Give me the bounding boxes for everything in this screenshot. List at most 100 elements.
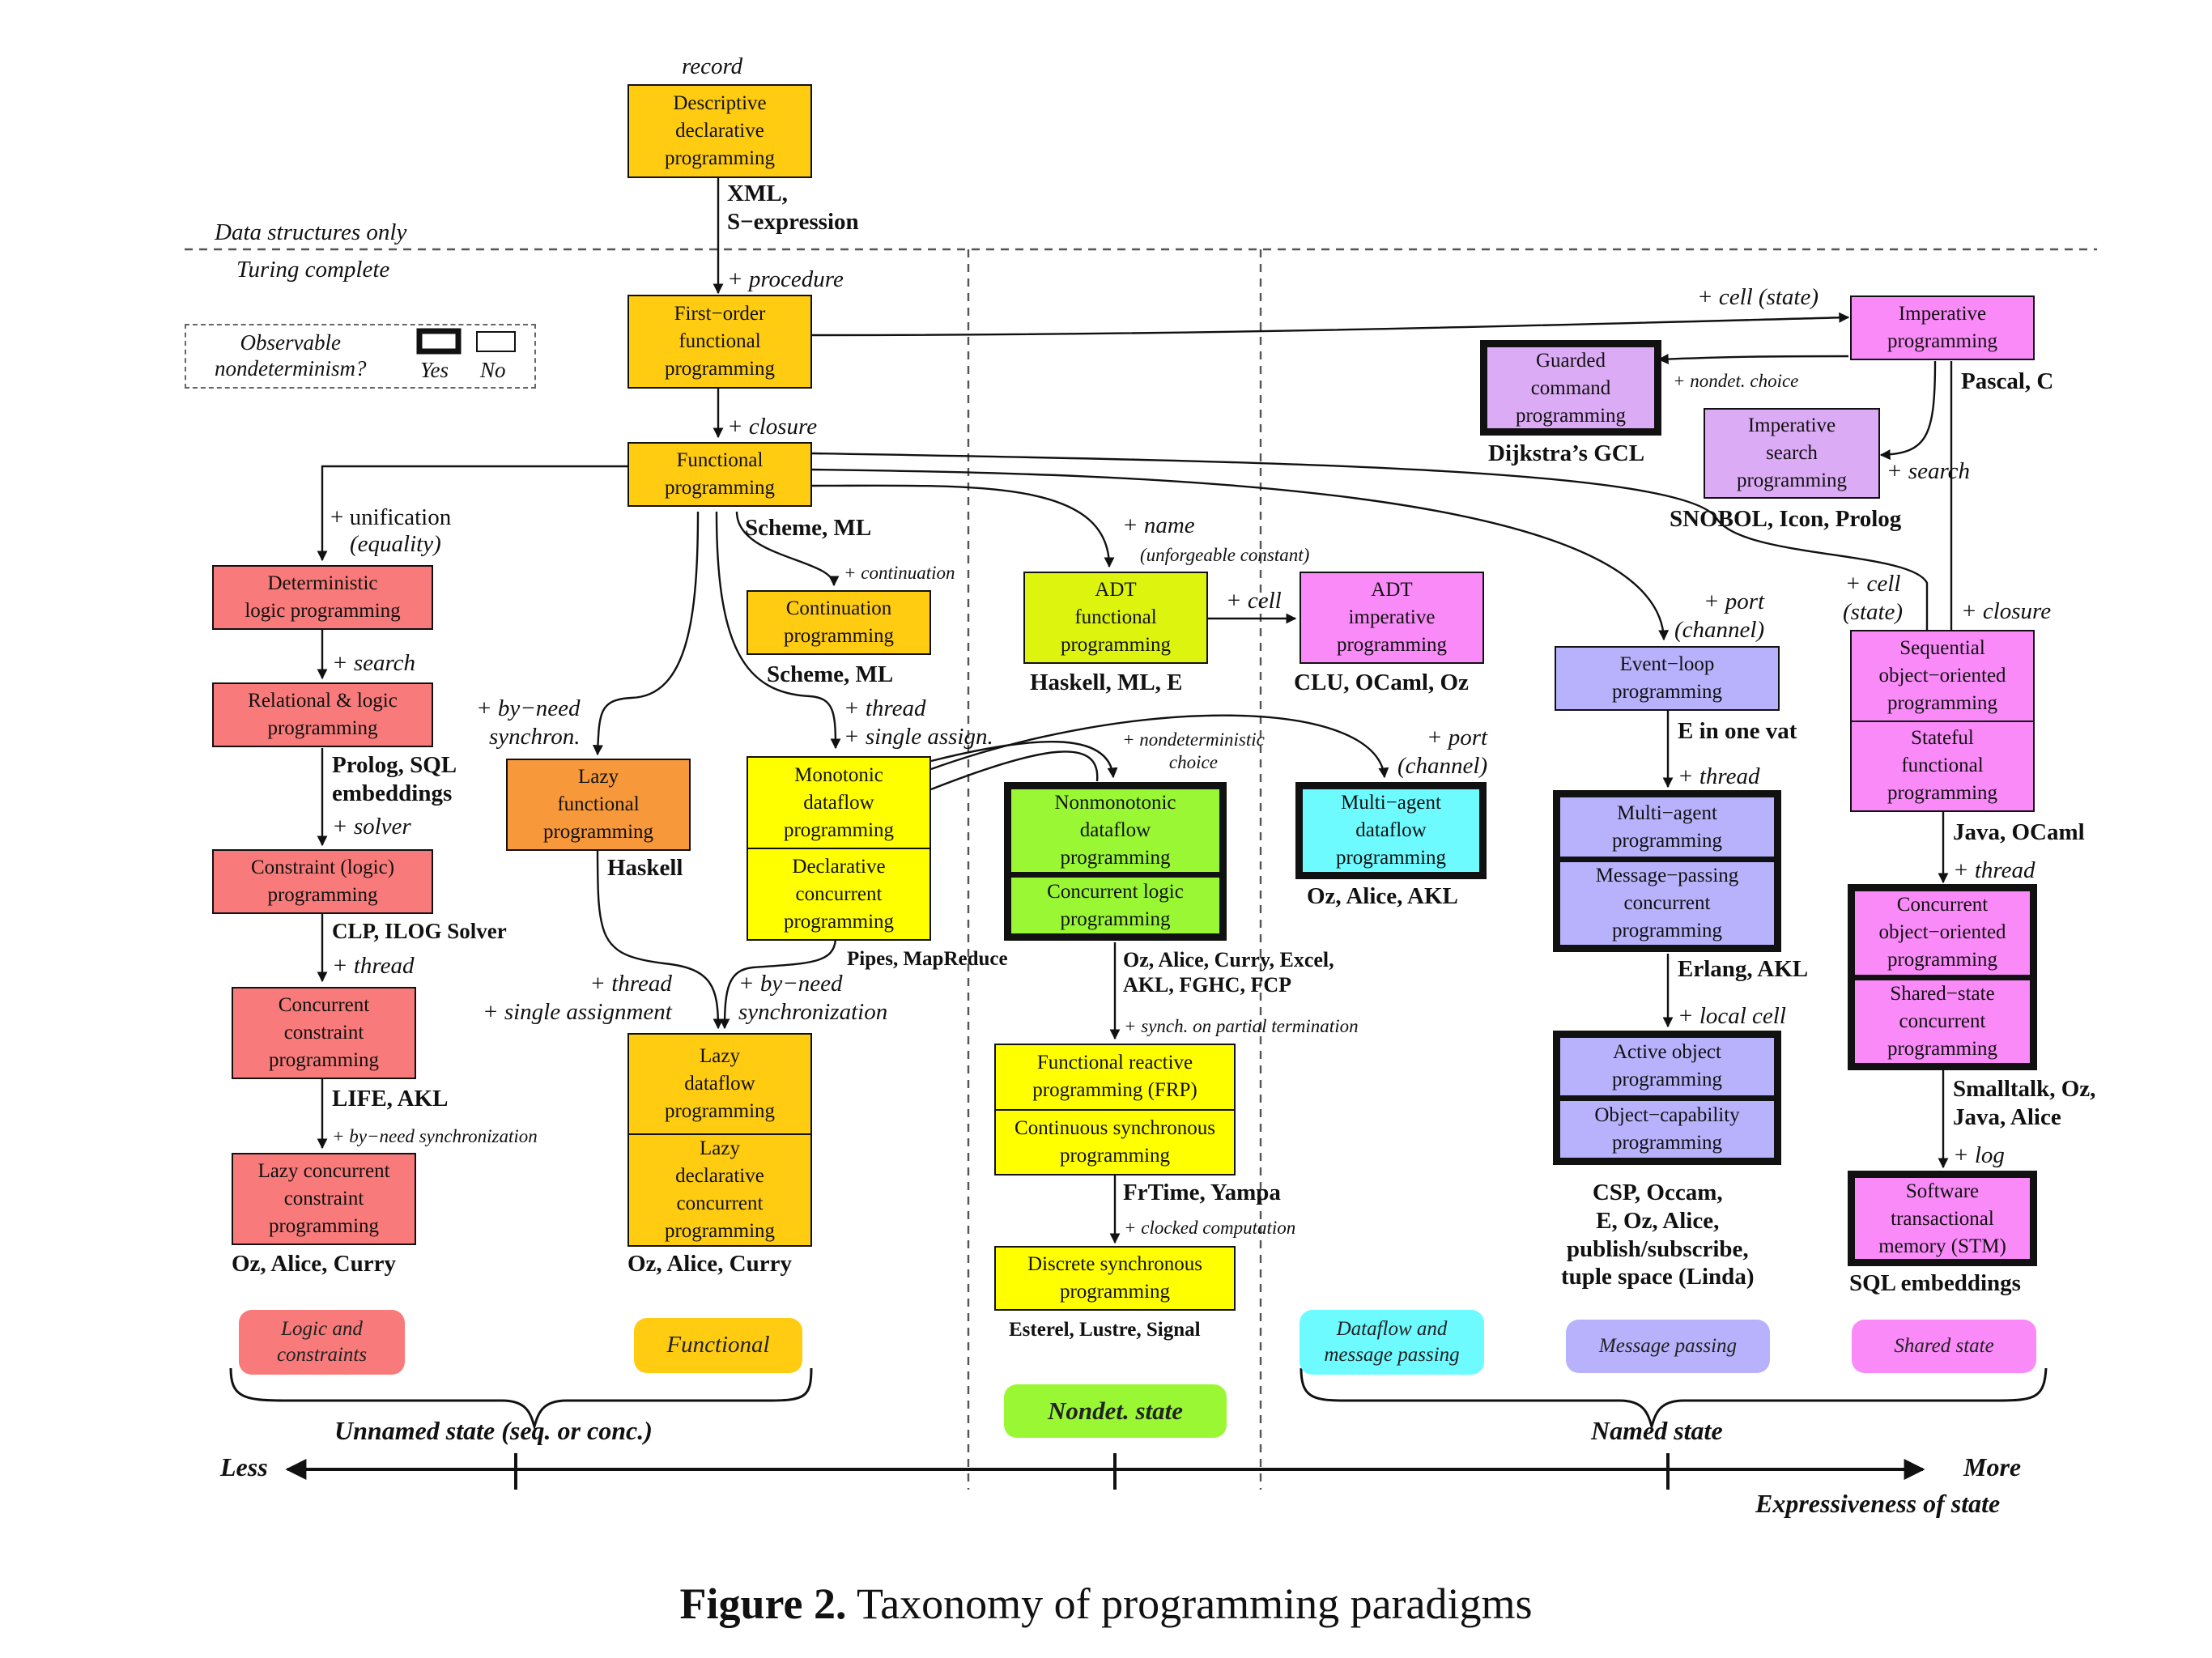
- box-text: ADT imperative programming: [1336, 579, 1448, 656]
- label-cell-state: + cell (state): [1697, 284, 1819, 310]
- box-text: Discrete synchronous programming: [1027, 1253, 1202, 1303]
- edge-cell-sequential: [810, 452, 1933, 649]
- box-text: Descriptive declarative programming: [664, 92, 776, 169]
- legend: [185, 324, 536, 389]
- label-nondeterministic: + nondeterministic choice: [1122, 729, 1265, 772]
- box-text: Imperative programming: [1887, 303, 1998, 352]
- adt-functional-box: ADT functional programming: [1023, 572, 1208, 664]
- lang-prolog-sql: Prolog, SQL embeddings: [332, 752, 457, 806]
- edge-thread-lazy-dataflow: [596, 846, 724, 1030]
- box-text: Nonmonotonic dataflow programming: [1054, 792, 1176, 869]
- category-dataflow-message: Dataflow and message passing: [1300, 1310, 1484, 1375]
- box-text: Lazy concurrent constraint programming: [257, 1160, 390, 1237]
- box-text: Message−passing concurrent programming: [1560, 857, 1774, 945]
- edge-byneed-lazy-dataflow: [719, 938, 837, 1030]
- label-thread-left: + thread: [332, 953, 415, 979]
- label-unification: + unification: [330, 504, 452, 530]
- discrete-synchronous-box: Discrete synchronous programming: [994, 1246, 1236, 1311]
- axis-expressiveness: Expressiveness of state: [1755, 1489, 2001, 1518]
- box-text: Sequential object−oriented programming: [1878, 636, 2006, 714]
- functional-box: Functional programming: [627, 442, 812, 507]
- axis-more: More: [1963, 1452, 2022, 1482]
- label-thread-single-assignment: + thread + single assignment: [483, 971, 672, 1025]
- category-message-passing: Message passing: [1566, 1320, 1770, 1373]
- category-nondet-state: Nondet. state: [1004, 1384, 1227, 1438]
- axis-unnamed-state: Unnamed state (seq. or conc.): [334, 1416, 653, 1445]
- lang-sql-embeddings: SQL embeddings: [1849, 1270, 2021, 1296]
- label-search-right: + search: [1887, 458, 1971, 484]
- box-text: Object−capability programming: [1560, 1095, 1774, 1158]
- figure-caption: Figure 2. Taxonomy of programming paradi…: [0, 1579, 2212, 1629]
- label-nondet-choice: + nondet. choice: [1673, 371, 1799, 391]
- lang-smalltalk: Smalltalk, Oz, Java, Alice: [1953, 1076, 2096, 1130]
- lang-pascal: Pascal, C: [1961, 368, 2054, 394]
- edge-port-eventloop: [810, 468, 1670, 641]
- imperative-box: Imperative programming: [1850, 295, 2035, 360]
- lang-xml: XML, S−expression: [727, 181, 859, 235]
- legend-question: Observable nondeterminism?: [215, 330, 367, 381]
- lang-frtime: FrTime, Yampa: [1123, 1180, 1281, 1205]
- constraint-logic-box: Constraint (logic) programming: [212, 849, 433, 914]
- label-solver: + solver: [332, 814, 411, 840]
- box-text: Concurrent logic programming: [1011, 872, 1219, 933]
- label-cell-state-2: + cell (state): [1843, 571, 1904, 625]
- edge-thread-monotonic: [715, 511, 841, 750]
- data-structures-only-label: Data structures only: [215, 219, 407, 245]
- lang-haskell: Haskell: [607, 855, 683, 881]
- box-text: Event−loop programming: [1611, 653, 1723, 703]
- edge-nondet-choice: [1657, 354, 1849, 365]
- box-text: Relational & logic programming: [248, 690, 398, 739]
- legend-no-swatch: [476, 331, 516, 352]
- label-local-cell: + local cell: [1678, 1003, 1786, 1029]
- deterministic-logic-box: Deterministic logic programming: [212, 565, 433, 630]
- lang-oz-alice-akl: Oz, Alice, AKL: [1307, 883, 1458, 909]
- box-text: Multi−agent dataflow programming: [1335, 792, 1447, 869]
- turing-complete-label: Turing complete: [236, 257, 390, 283]
- legend-yes-swatch: [416, 328, 462, 355]
- edge-cell-state: [810, 312, 1850, 337]
- guarded-command-box: Guarded command programming: [1480, 340, 1661, 436]
- relational-logic-box: Relational & logic programming: [212, 682, 433, 747]
- edge-nondet-second: [930, 750, 1099, 791]
- box-text: Functional programming: [664, 449, 776, 499]
- lang-scheme-ml-2: Scheme, ML: [767, 661, 894, 687]
- lang-oz-curry-excel: Oz, Alice, Curry, Excel, AKL, FGHC, FCP: [1123, 948, 1334, 997]
- label-log: + log: [1953, 1142, 2005, 1168]
- label-clocked: + clocked computation: [1124, 1218, 1296, 1238]
- lang-oz-alice-curry-1: Oz, Alice, Curry: [232, 1251, 396, 1277]
- descriptive-declarative-box: Descriptive declarative programming: [627, 84, 812, 178]
- figure-title: Taxonomy of programming paradigms: [846, 1579, 1533, 1628]
- edge-nondet-nonmonotonic: [930, 740, 1118, 779]
- label-procedure: + procedure: [727, 266, 844, 292]
- box-text: Lazy dataflow programming: [664, 1045, 776, 1122]
- box-text: Deterministic logic programming: [245, 572, 401, 622]
- lang-pipes: Pipes, MapReduce: [847, 948, 1008, 970]
- box-text: Imperative search programming: [1736, 414, 1848, 491]
- frp-box: Functional reactive programming (FRP)Con…: [994, 1044, 1236, 1175]
- lazy-concurrent-constraint-box: Lazy concurrent constraint programming: [232, 1153, 416, 1245]
- figure-number: Figure 2.: [679, 1579, 847, 1628]
- box-text: Shared−state concurrent programming: [1855, 974, 2030, 1064]
- box-text: Declarative concurrent programming: [748, 848, 929, 939]
- label-synch-partial: + synch. on partial termination: [1124, 1016, 1359, 1036]
- box-text: Software transactional memory (STM): [1878, 1180, 2006, 1257]
- label-thread-single: + thread + single assign.: [844, 695, 993, 750]
- axis-less: Less: [220, 1452, 268, 1482]
- label-thread-right: + thread: [1953, 857, 2035, 883]
- lazy-functional-box: Lazy functional programming: [506, 759, 691, 851]
- label-byneed-synchronization: + by−need synchronization: [738, 971, 888, 1025]
- first-order-functional-box: First−order functional programming: [627, 295, 812, 389]
- label-search-left: + search: [332, 650, 416, 676]
- label-port-channel-2: + port (channel): [1674, 589, 1765, 643]
- imperative-search-box: Imperative search programming: [1704, 408, 1880, 499]
- lang-haskell-ml-e: Haskell, ML, E: [1030, 670, 1183, 695]
- category-logic-constraints: Logic and constraints: [239, 1310, 405, 1375]
- box-text: Concurrent object−oriented programming: [1878, 894, 2006, 971]
- stm-box: Software transactional memory (STM): [1848, 1171, 2037, 1266]
- legend-no-label: No: [480, 358, 506, 382]
